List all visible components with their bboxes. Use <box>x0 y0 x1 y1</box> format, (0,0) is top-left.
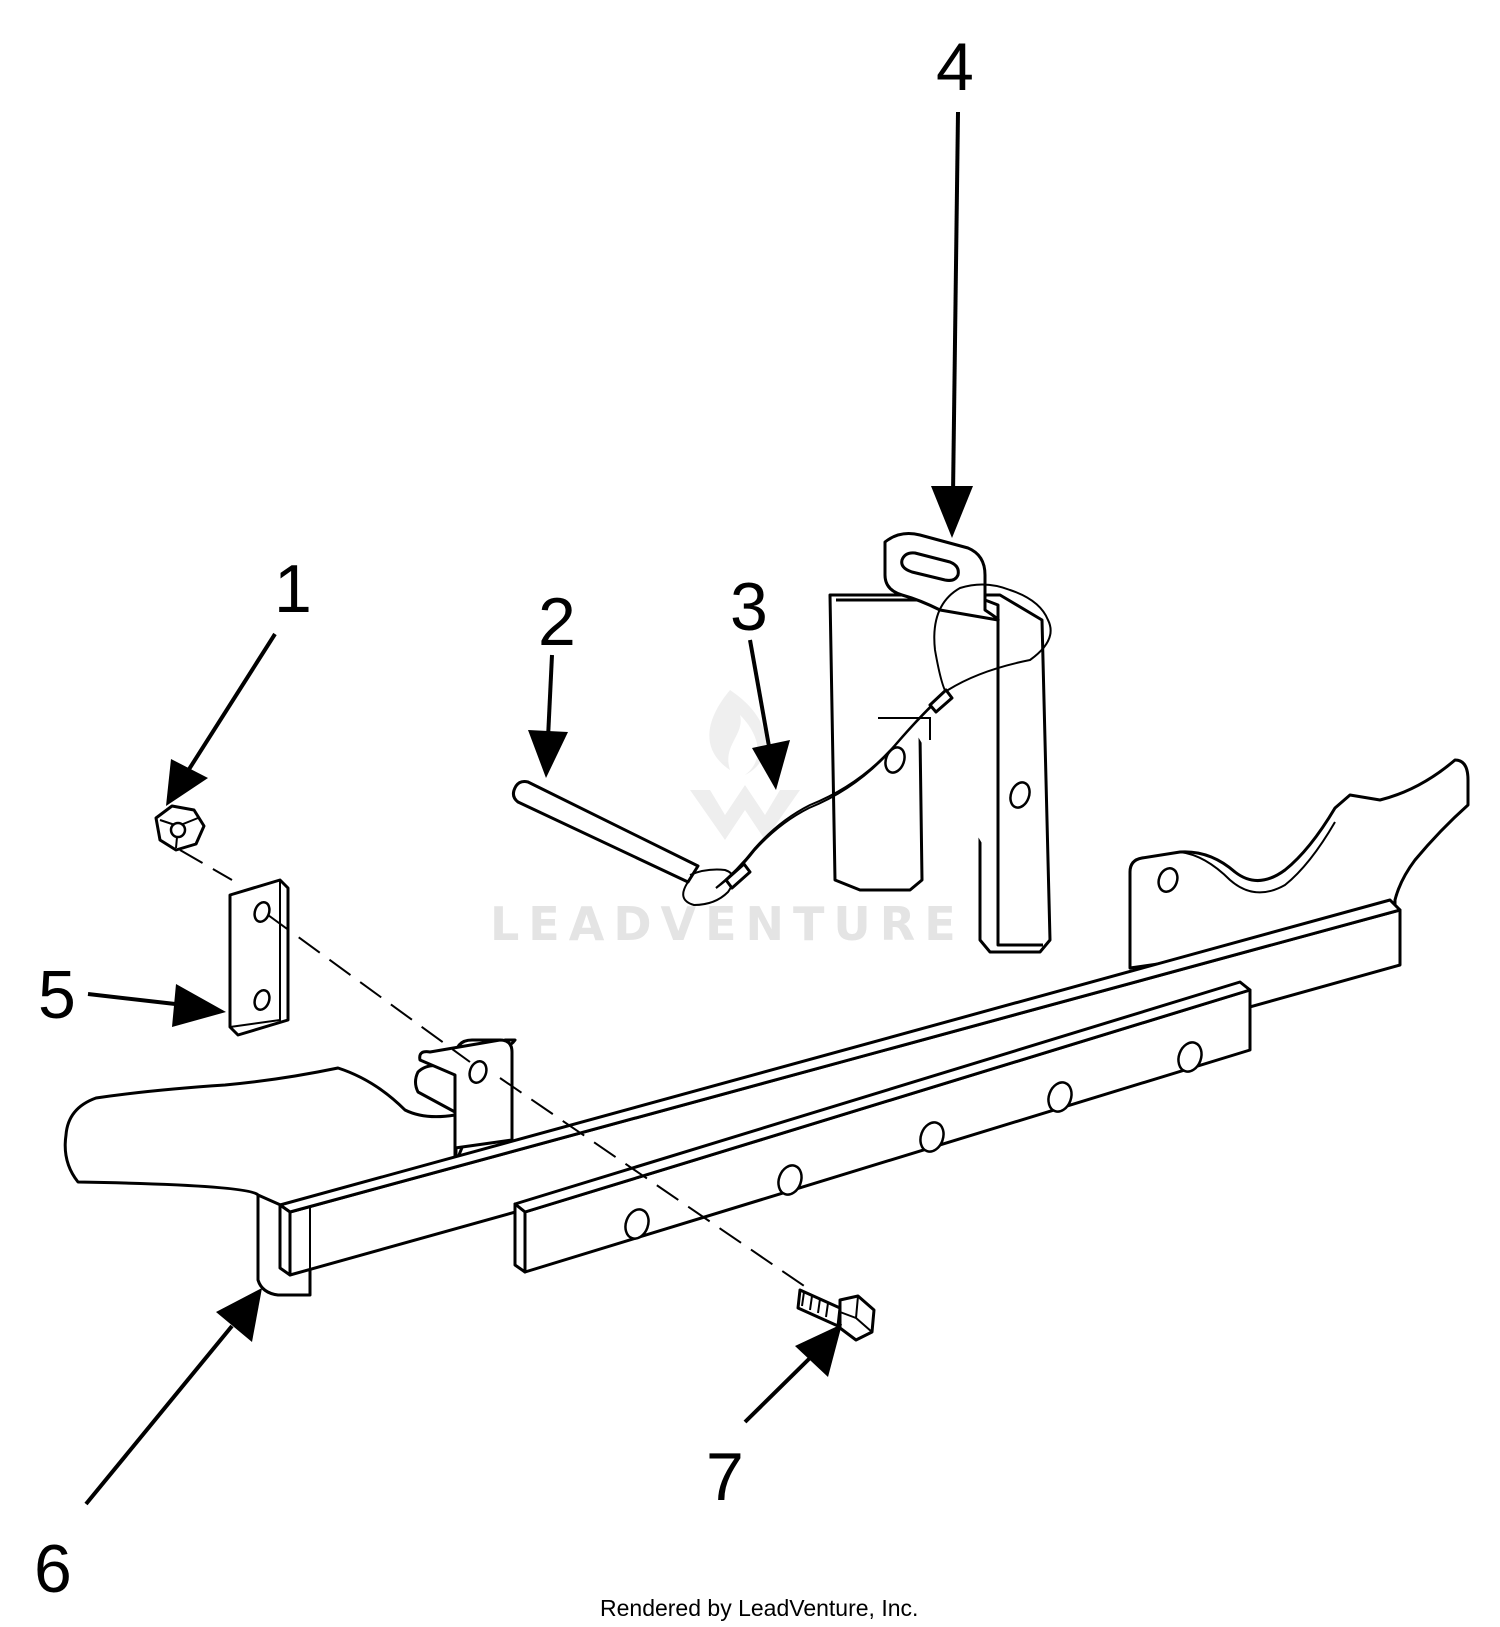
footer-credit: Rendered by LeadVenture, Inc. <box>600 1595 918 1621</box>
callout-5: 5 <box>38 957 76 1033</box>
arrow-head-icon <box>528 730 568 778</box>
callout-4: 4 <box>936 29 974 105</box>
arrow-head-icon <box>795 1324 842 1377</box>
hitch-bracket <box>828 532 1052 954</box>
callout-7: 7 <box>706 1439 744 1515</box>
watermark: LEADVENTURE <box>490 690 965 951</box>
alignment-line <box>179 849 811 1291</box>
callout-labels: 1 2 3 4 5 6 7 <box>34 29 974 1607</box>
callout-3: 3 <box>730 569 768 645</box>
leaders <box>84 111 973 1506</box>
arrow-head-icon <box>931 486 973 538</box>
lanyard-cable <box>715 583 1052 890</box>
watermark-text: LEADVENTURE <box>490 897 965 951</box>
arrow-head-icon <box>216 1288 262 1342</box>
arrow-head-icon <box>752 740 790 790</box>
pin <box>511 780 735 907</box>
arrow-head-icon <box>166 759 208 806</box>
callout-2: 2 <box>538 584 576 660</box>
arrow-head-icon <box>172 984 226 1027</box>
callout-1: 1 <box>274 551 312 627</box>
rail-assembly <box>63 758 1470 1297</box>
callout-6: 6 <box>34 1531 72 1607</box>
watermark-logo-icon <box>690 690 800 840</box>
plate <box>228 878 290 1037</box>
nut <box>154 804 206 852</box>
